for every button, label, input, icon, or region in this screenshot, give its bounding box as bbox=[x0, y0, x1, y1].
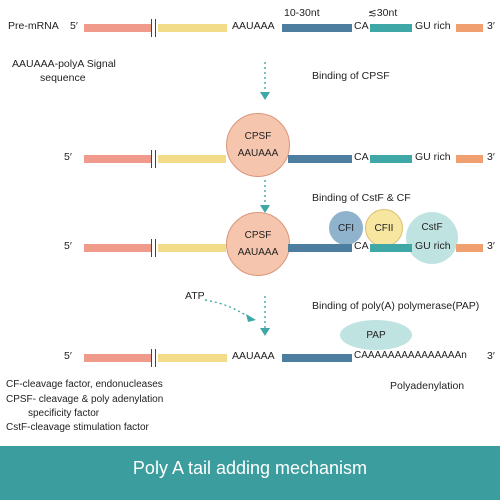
row2-ca: CA bbox=[354, 151, 369, 163]
row3-three-prime: 3′ bbox=[487, 240, 495, 252]
row3-yellow-segment bbox=[158, 244, 226, 252]
row3-blue-segment bbox=[288, 244, 352, 252]
signal-label-line1: AAUAAA-polyA Signal bbox=[12, 58, 116, 70]
row4-blue-segment bbox=[282, 354, 352, 362]
row1-break-mark bbox=[151, 19, 156, 37]
row4-yellow-segment bbox=[158, 354, 227, 362]
row3-orange-segment bbox=[456, 244, 483, 252]
signal-label-line2: sequence bbox=[40, 72, 86, 84]
step2-label: Binding of CstF & CF bbox=[312, 192, 411, 204]
atp-arrowhead bbox=[246, 314, 256, 322]
row2-cpsf-label: CPSF bbox=[244, 131, 272, 142]
legend-cpsf-line2: specificity factor bbox=[28, 408, 100, 419]
row1-30nt-label: ≲30nt bbox=[368, 7, 398, 19]
footer-title: Poly A tail adding mechanism bbox=[132, 458, 368, 478]
row1-gu-rich: GU rich bbox=[415, 20, 451, 32]
cfi-label: CFI bbox=[337, 222, 355, 234]
step3-label: Binding of poly(A) polymerase(PAP) bbox=[312, 300, 480, 312]
row1-pink-segment bbox=[84, 24, 151, 32]
row4-break-mark bbox=[151, 349, 156, 367]
row2-yellow-segment bbox=[158, 155, 226, 163]
atp-arrow bbox=[204, 299, 251, 319]
arrowhead-step2 bbox=[260, 205, 270, 213]
row3-break-mark bbox=[151, 239, 156, 257]
row1-ca: CA bbox=[354, 20, 369, 32]
footer-banner bbox=[0, 446, 500, 500]
row2-pink-segment bbox=[84, 155, 151, 163]
polyadenylation-label: Polyadenylation bbox=[390, 380, 465, 392]
step1-label: Binding of CPSF bbox=[312, 70, 390, 82]
row3-aauaaa: AAUAAA bbox=[237, 247, 279, 258]
arrowhead-step3 bbox=[260, 328, 270, 336]
arrowhead-step1 bbox=[260, 92, 270, 100]
row1-10-30nt-label: 10-30nt bbox=[284, 7, 320, 19]
pap-ellipse: PAP bbox=[340, 320, 412, 350]
cstf-label: CstF bbox=[421, 222, 443, 233]
row4-five-prime: 5′ bbox=[64, 350, 72, 362]
row2-teal-segment bbox=[370, 155, 412, 163]
row2-three-prime: 3′ bbox=[487, 151, 495, 163]
row1-orange-segment bbox=[456, 24, 483, 32]
row3-gu-rich: GU rich bbox=[415, 240, 451, 252]
atp-label: ATP bbox=[185, 290, 205, 302]
row2-five-prime: 5′ bbox=[64, 151, 72, 163]
row3-ca: CA bbox=[354, 240, 369, 252]
row1-teal-segment bbox=[370, 24, 412, 32]
cfii-label: CFII bbox=[374, 222, 394, 234]
row3-teal-segment bbox=[370, 244, 412, 252]
row2-aauaaa: AAUAAA bbox=[237, 148, 279, 159]
row4-polya-tail: CAAAAAAAAAAAAAAAn bbox=[354, 350, 467, 361]
row1-blue-segment bbox=[282, 24, 352, 32]
row4-aauaaa: AAUAAA bbox=[232, 350, 275, 362]
cfii-circle: CFII bbox=[365, 209, 403, 247]
legend-cstf: CstF-cleavage stimulation factor bbox=[6, 422, 149, 433]
row4-three-prime: 3′ bbox=[487, 350, 495, 362]
legend-cpsf-line1: CPSF- cleavage & poly adenylation bbox=[6, 394, 164, 405]
row4-pink-segment bbox=[84, 354, 151, 362]
row2-gu-rich: GU rich bbox=[415, 151, 451, 163]
pap-label: PAP bbox=[366, 329, 386, 341]
cfi-circle: CFI bbox=[329, 211, 363, 245]
row2-orange-segment bbox=[456, 155, 483, 163]
row3-five-prime: 5′ bbox=[64, 240, 72, 252]
row3-cpsf-label: CPSF bbox=[244, 230, 272, 241]
row2-cpsf-circle: CPSF AAUAAA bbox=[226, 113, 290, 177]
legend-cf: CF-cleavage factor, endonucleases bbox=[6, 379, 163, 390]
row2-blue-segment bbox=[288, 155, 352, 163]
row1-five-prime: 5′ bbox=[70, 20, 78, 32]
row1-three-prime: 3′ bbox=[487, 20, 495, 32]
row2-break-mark bbox=[151, 150, 156, 168]
row1-aauaaa: AAUAAA bbox=[232, 20, 275, 32]
row3-cpsf-circle: CPSF AAUAAA bbox=[226, 212, 290, 276]
pre-mrna-label: Pre-mRNA bbox=[8, 20, 59, 32]
row3-pink-segment bbox=[84, 244, 151, 252]
row1-yellow-segment bbox=[158, 24, 227, 32]
cstf-circle: CstF bbox=[406, 212, 458, 264]
